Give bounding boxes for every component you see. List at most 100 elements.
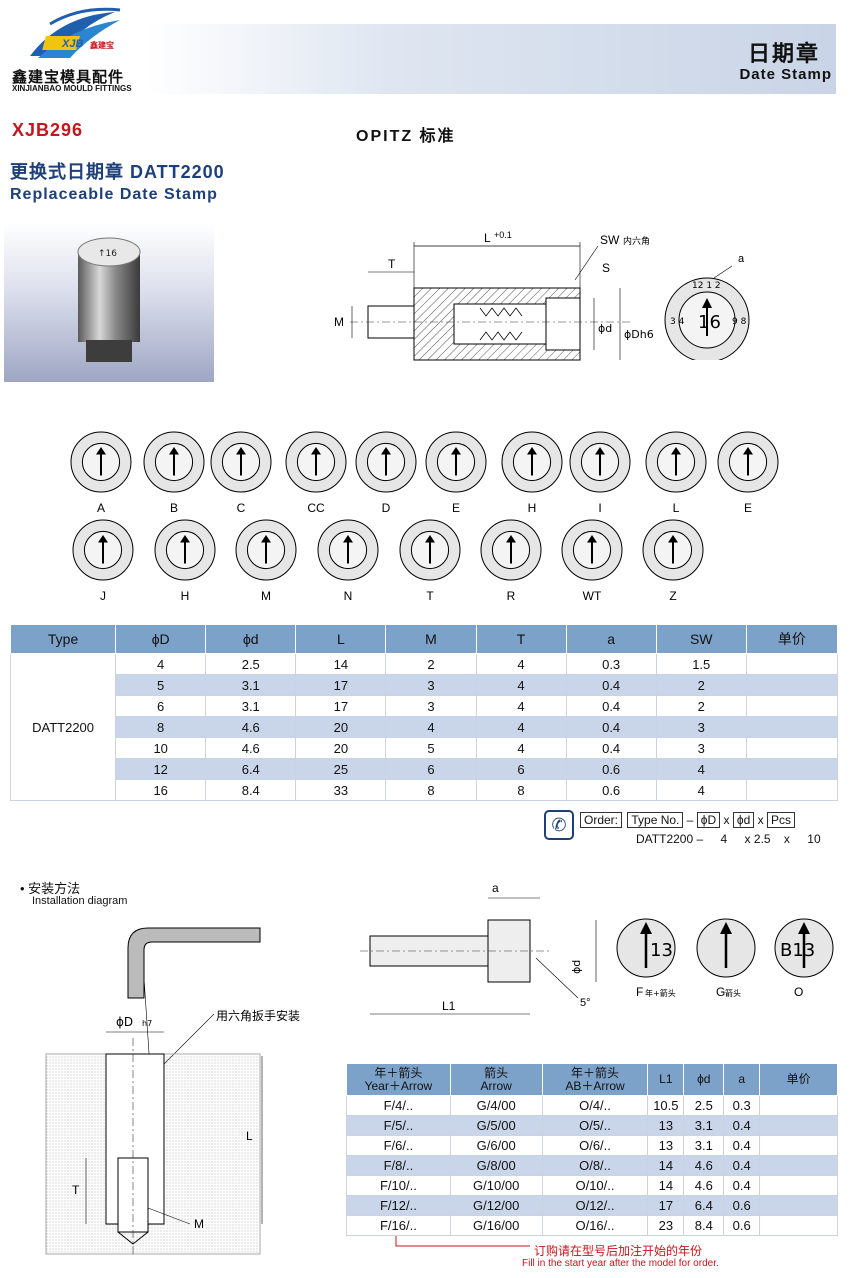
table-cell: 8.4 (205, 779, 297, 801)
table-cell: 10.5 (647, 1095, 685, 1116)
product-photo: ↑16 (4, 222, 214, 382)
dial-label: J (100, 589, 106, 603)
table-cell: F/12/.. (346, 1195, 451, 1216)
table-cell: 0.4 (565, 716, 657, 738)
dial-label: E (744, 501, 752, 515)
install-title: • 安装方法 (20, 881, 81, 896)
svg-text:16: 16 (698, 312, 721, 333)
insert-table-header: ϕd (683, 1063, 725, 1096)
spec-header: a (565, 624, 657, 654)
table-cell: 2 (655, 695, 747, 717)
table-cell: 4 (475, 653, 567, 675)
dial-row2-1: H (154, 519, 216, 603)
dial-label: B (170, 501, 178, 515)
table-cell: F/10/.. (346, 1175, 451, 1196)
svg-text:S: S (602, 261, 610, 275)
dial-label: I (598, 501, 601, 515)
table-cell: 8 (385, 779, 477, 801)
svg-text:T: T (388, 257, 396, 271)
table-cell (759, 1155, 838, 1176)
table-cell: G/4/00 (449, 1095, 543, 1116)
table-cell: O/4/.. (541, 1095, 649, 1116)
dial-label: M (261, 589, 271, 603)
insert-code: F (636, 985, 643, 999)
spec-header: Type (9, 624, 117, 654)
dial-row1-9: E (717, 431, 779, 515)
table-cell: F/16/.. (346, 1215, 451, 1236)
table-cell (759, 1095, 838, 1116)
insert-face-text: B13 (780, 940, 815, 961)
table-cell (745, 653, 839, 675)
svg-text:鑫建宝: 鑫建宝 (89, 40, 114, 50)
table-cell (759, 1115, 838, 1136)
table-cell (745, 779, 839, 801)
table-cell: 0.4 (723, 1175, 761, 1196)
table-cell: O/5/.. (541, 1115, 649, 1136)
table-cell: 2 (385, 653, 477, 675)
table-cell (745, 716, 839, 738)
svg-text:↑16: ↑16 (98, 249, 117, 259)
insert-drawing: a ϕd L1 5° (360, 881, 597, 1015)
table-cell (745, 737, 839, 759)
order-field-d: ϕd (732, 812, 755, 828)
dial-row1-6: H (501, 431, 563, 515)
table-cell: 12 (115, 758, 207, 780)
order-note-cn: 订购请在型号后加注开始的年份 (534, 1244, 703, 1258)
svg-text:ϕd: ϕd (570, 960, 583, 974)
dial-row2-0: J (72, 519, 134, 603)
dial-row1-3: CC (285, 431, 347, 515)
table-cell: 6.4 (683, 1195, 725, 1216)
table-cell: O/16/.. (541, 1215, 649, 1236)
insert-table-header: L1 (647, 1063, 685, 1096)
svg-text:9 8: 9 8 (732, 317, 747, 327)
table-cell: O/12/.. (541, 1195, 649, 1216)
svg-text:T: T (72, 1183, 80, 1197)
svg-text:XJB: XJB (61, 38, 83, 50)
table-cell: O/8/.. (541, 1155, 649, 1176)
table-cell: 0.6 (565, 779, 657, 801)
table-cell: G/12/00 (449, 1195, 543, 1216)
svg-text:12 1 2: 12 1 2 (692, 281, 721, 291)
table-cell: 4 (655, 779, 747, 801)
table-cell: 3 (655, 737, 747, 759)
table-cell: 4.6 (205, 737, 297, 759)
table-cell: 0.4 (723, 1135, 761, 1156)
dial-label: H (181, 589, 190, 603)
table-cell: 16 (115, 779, 207, 801)
table-cell (759, 1175, 838, 1196)
dial-label: R (507, 589, 516, 603)
dial-label: D (382, 501, 391, 515)
table-cell: 33 (295, 779, 387, 801)
svg-text:L1: L1 (442, 999, 456, 1013)
table-cell: G/16/00 (449, 1215, 543, 1236)
product-standard: OPITZ 标准 (356, 128, 456, 145)
header-bar (146, 24, 836, 94)
dial-label: WT (583, 589, 602, 603)
order-example: DATT2200 – 4 x 2.5 x 10 (636, 832, 821, 846)
table-cell: 10 (115, 737, 207, 759)
spec-header: ϕd (205, 624, 297, 654)
table-cell: 0.4 (723, 1155, 761, 1176)
table-cell: 8 (475, 779, 567, 801)
order-field-pcs: Pcs (766, 812, 795, 828)
table-cell: 17 (295, 674, 387, 696)
note-pointer (395, 1236, 530, 1247)
spec-header: T (475, 624, 567, 654)
dial-row1-2: C (210, 431, 272, 515)
dial-label: CC (307, 501, 325, 515)
table-cell: 17 (647, 1195, 685, 1216)
svg-text:a: a (738, 253, 745, 265)
table-cell: 14 (295, 653, 387, 675)
dial-label: N (344, 589, 353, 603)
